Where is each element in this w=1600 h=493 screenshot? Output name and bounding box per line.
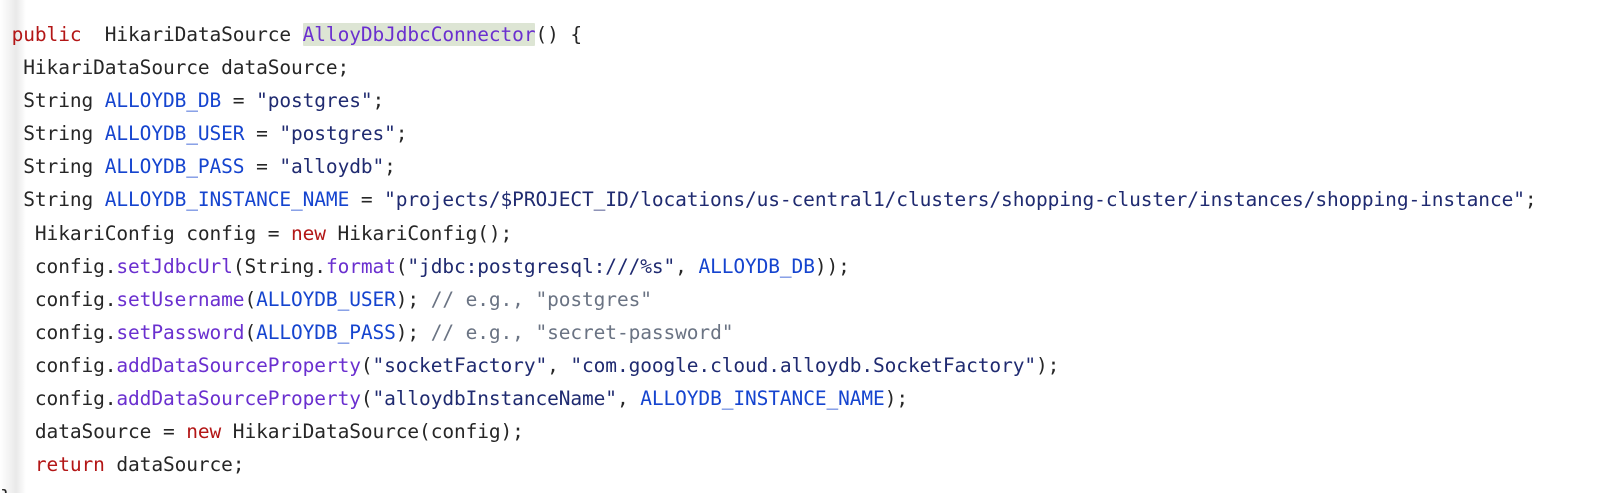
code-line: dataSource = new HikariDataSource(config… [0, 415, 1600, 448]
code-token-method: setUsername [116, 287, 245, 311]
code-token-str: "alloydbInstanceName" [372, 387, 618, 411]
code-token-plain [81, 23, 104, 46]
code-token-comment-str: "postgres" [535, 287, 652, 311]
code-token-kw: public [11, 23, 82, 46]
code-token-kw: return [34, 453, 105, 477]
code-token-str: "postgres" [279, 122, 396, 146]
code-line: String ALLOYDB_USER = "postgres"; [0, 117, 1600, 150]
code-token-plain: = [244, 155, 280, 179]
code-token-plain: } [0, 486, 12, 493]
code-token-ident: ALLOYDB_INSTANCE_NAME [640, 387, 885, 411]
code-token-str: "jdbc:postgresql:///%s" [407, 254, 676, 278]
code-token-plain [0, 453, 35, 476]
code-token-plain: config. [0, 287, 117, 311]
code-token-str: "projects/$PROJECT_ID/locations/us-centr… [384, 188, 1525, 212]
code-block: public HikariDataSource AlloyDbJdbcConne… [0, 13, 1600, 493]
code-token-plain: config. [0, 320, 117, 344]
code-token-str: "postgres" [256, 89, 373, 113]
code-token-str: "alloydb" [279, 155, 385, 179]
code-token-plain: ; [395, 122, 408, 146]
code-token-plain: HikariDataSource dataSource; [0, 56, 350, 80]
code-token-plain: ( [244, 320, 257, 344]
code-token-plain: dataSource = [0, 420, 187, 444]
code-line: HikariDataSource dataSource; [0, 51, 1600, 84]
code-token-plain: ); [395, 320, 431, 344]
code-token-plain: = [221, 89, 257, 113]
code-token-ident: ALLOYDB_DB [104, 89, 222, 113]
code-line: public HikariDataSource AlloyDbJdbcConne… [0, 18, 1600, 51]
code-token-plain: ( [360, 387, 373, 411]
code-token-ident: ALLOYDB_USER [104, 122, 245, 146]
code-token-plain: HikariConfig(); [325, 221, 513, 245]
code-line: return dataSource; [0, 448, 1600, 481]
code-token-ident: ALLOYDB_DB [698, 254, 815, 278]
code-token-ident: ALLOYDB_INSTANCE_NAME [104, 188, 350, 212]
code-token-plain: String [0, 188, 105, 212]
code-token-plain: config. [0, 353, 117, 377]
code-token-ident: ALLOYDB_USER [256, 287, 396, 311]
code-token-plain: config. [0, 254, 117, 278]
code-token-plain: ; [384, 155, 396, 179]
code-line: } [0, 481, 1600, 493]
code-token-plain [0, 23, 12, 46]
code-token-method: format [325, 254, 396, 278]
code-token-str: "socketFactory" [372, 353, 548, 377]
code-line: config.addDataSourceProperty("alloydbIns… [0, 382, 1600, 415]
code-token-plain: ); [884, 387, 908, 411]
code-token-kw: new [186, 420, 222, 444]
code-token-plain: () { [535, 23, 583, 46]
code-token-plain: dataSource; [104, 453, 245, 477]
code-line: config.setPassword(ALLOYDB_PASS); // e.g… [0, 316, 1600, 349]
code-token-method: setPassword [116, 320, 245, 344]
code-line: String ALLOYDB_PASS = "alloydb"; [0, 150, 1600, 183]
code-token-plain: (String. [232, 254, 326, 278]
code-token-plain: = [244, 122, 280, 146]
code-token-plain: = [349, 188, 385, 212]
code-token-plain: ); [1036, 353, 1060, 377]
code-token-plain: ( [395, 254, 408, 278]
code-line: HikariConfig config = new HikariConfig()… [0, 217, 1600, 250]
code-token-plain: HikariConfig config = [0, 221, 291, 245]
code-token-plain: , [547, 353, 571, 377]
code-token-kw: new [291, 221, 326, 245]
code-token-plain: HikariDataSource(config); [221, 420, 524, 444]
code-token-method: addDataSourceProperty [116, 387, 361, 411]
code-line: config.setUsername(ALLOYDB_USER); // e.g… [0, 283, 1600, 316]
code-token-hl: AlloyDbJdbcConnector [302, 23, 536, 46]
code-token-method: setJdbcUrl [116, 254, 233, 278]
code-token-plain: String [0, 155, 105, 179]
code-token-method: addDataSourceProperty [116, 353, 361, 377]
code-token-plain: , [616, 387, 641, 411]
code-token-plain: )); [814, 254, 850, 278]
code-token-type: HikariDataSource [104, 23, 292, 46]
code-token-plain: ( [244, 287, 257, 311]
code-token-plain: ; [1524, 188, 1537, 212]
code-token-plain: ( [360, 353, 373, 377]
code-token-comment: // e.g., [430, 287, 536, 311]
code-token-comment: // e.g., [430, 320, 536, 344]
code-line: String ALLOYDB_DB = "postgres"; [0, 84, 1600, 117]
code-token-plain: String [0, 122, 105, 146]
code-token-plain: config. [0, 387, 117, 411]
code-token-ident: ALLOYDB_PASS [256, 320, 396, 344]
code-token-plain: String [0, 89, 105, 113]
code-token-ident: ALLOYDB_PASS [104, 155, 245, 179]
code-line: config.addDataSourceProperty("socketFact… [0, 349, 1600, 382]
code-line: config.setJdbcUrl(String.format("jdbc:po… [0, 250, 1600, 283]
code-token-str: "com.google.cloud.alloydb.SocketFactory" [570, 353, 1036, 377]
code-line: String ALLOYDB_INSTANCE_NAME = "projects… [0, 183, 1600, 216]
code-token-plain: ); [395, 287, 431, 311]
code-token-plain: ; [372, 89, 385, 113]
code-token-plain [291, 23, 303, 46]
code-token-comment-str: "secret-password" [535, 320, 734, 344]
code-token-plain: , [675, 254, 699, 278]
